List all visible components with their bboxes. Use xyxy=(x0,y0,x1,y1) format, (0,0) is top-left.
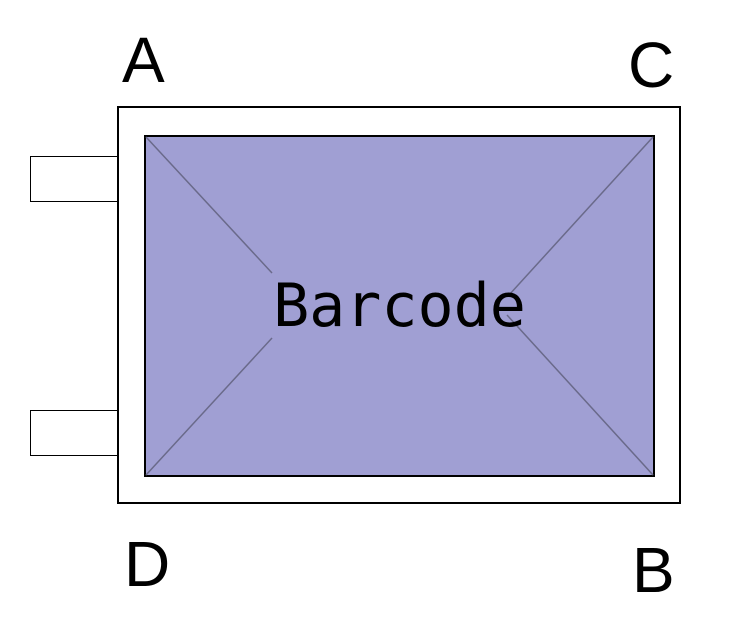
diagonal-bottom-right xyxy=(506,314,654,476)
barcode-label: Barcode xyxy=(273,271,526,341)
side-tab-top xyxy=(30,156,119,202)
diagonal-top-right xyxy=(508,136,654,296)
diagonal-bottom-left xyxy=(145,337,273,476)
barcode-area: Barcode xyxy=(144,135,655,477)
barcode-diagonals xyxy=(144,135,655,477)
diagonal-top-left xyxy=(145,136,273,274)
side-tab-bottom xyxy=(30,410,119,456)
corner-label-d: D xyxy=(124,528,171,600)
corner-label-b: B xyxy=(632,534,675,606)
barcode-rectangle xyxy=(144,135,655,477)
corner-label-c: C xyxy=(628,29,675,101)
corner-label-a: A xyxy=(122,24,165,96)
